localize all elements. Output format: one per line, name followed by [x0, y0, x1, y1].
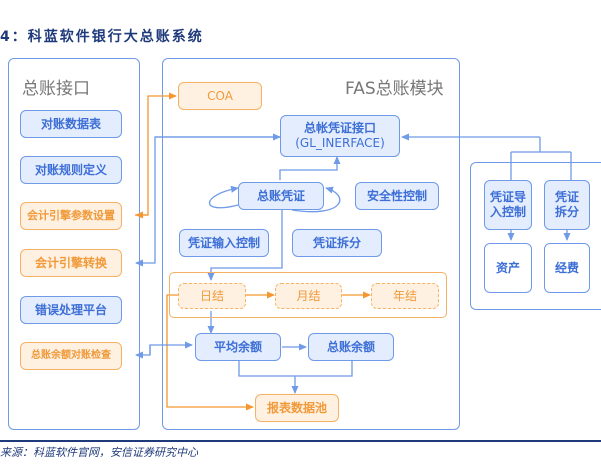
voucher-input-box: 凭证输入控制: [179, 229, 269, 257]
voucher-split-right-line2: 拆分: [554, 205, 579, 219]
voucher-import-box: 凭证导 入控制: [484, 180, 532, 230]
security-box: 安全性控制: [355, 182, 439, 210]
gl-interface-box: 总帐凭证接口 (GL_INERFACE): [280, 115, 400, 157]
connector-day-to-pool: [166, 294, 254, 411]
voucher-split-right-line1: 凭证: [554, 190, 579, 204]
reconciliation-table-box: 对账数据表: [20, 110, 122, 138]
day-close-box: 日结: [178, 283, 246, 309]
expense-box: 经费: [544, 243, 590, 293]
engine-param-box: 会计引擎参数设置: [20, 202, 122, 230]
voucher-import-line2: 入控制: [489, 205, 526, 219]
figure-title: 4：科蓝软件银行大总账系统: [0, 29, 204, 45]
voucher-box: 总账凭证: [238, 182, 324, 210]
connector-check: [135, 345, 151, 359]
error-handling-box: 错误处理平台: [20, 296, 122, 324]
connector-voucher-to-close: [207, 210, 283, 281]
engine-conversion-box: 会计引擎转换: [20, 249, 122, 277]
fas-panel-title: FAS总账模块: [345, 79, 444, 99]
month-close-box: 月结: [275, 283, 342, 309]
year-close-box: 年结: [371, 283, 439, 309]
reconciliation-rules-box: 对账规则定义: [20, 156, 122, 184]
loop-right: [291, 186, 341, 213]
closing-group-frame: [169, 272, 447, 318]
voucher-split-box: 凭证拆分: [292, 229, 382, 257]
footer-rule: [0, 440, 601, 442]
coa-box: COA: [178, 82, 262, 110]
asset-box: 资产: [484, 243, 532, 293]
loop-left: [208, 185, 239, 209]
avg-balance-box: 平均余额: [195, 333, 281, 361]
voucher-import-line1: 凭证导: [489, 190, 526, 204]
gl-interface-panel-title: 总账接口: [22, 79, 90, 99]
connector-right-branch: [510, 137, 572, 180]
voucher-split-right-box: 凭证 拆分: [544, 180, 590, 230]
gl-balance-box: 总账余额: [308, 333, 394, 361]
gl-interface-line2: (GL_INERFACE): [295, 136, 385, 150]
balance-check-box: 总账余额对账检查: [20, 342, 122, 370]
report-pool-box: 报表数据池: [255, 394, 339, 422]
gl-interface-line1: 总帐凭证接口: [303, 121, 376, 135]
connector-voucher-to-gl: [279, 156, 341, 180]
connector-balances-to-pool: [238, 360, 353, 393]
source-note: 来源：科蓝软件官网，安信证券研究中心: [0, 446, 198, 459]
connector-avg-to-check: [149, 341, 193, 355]
